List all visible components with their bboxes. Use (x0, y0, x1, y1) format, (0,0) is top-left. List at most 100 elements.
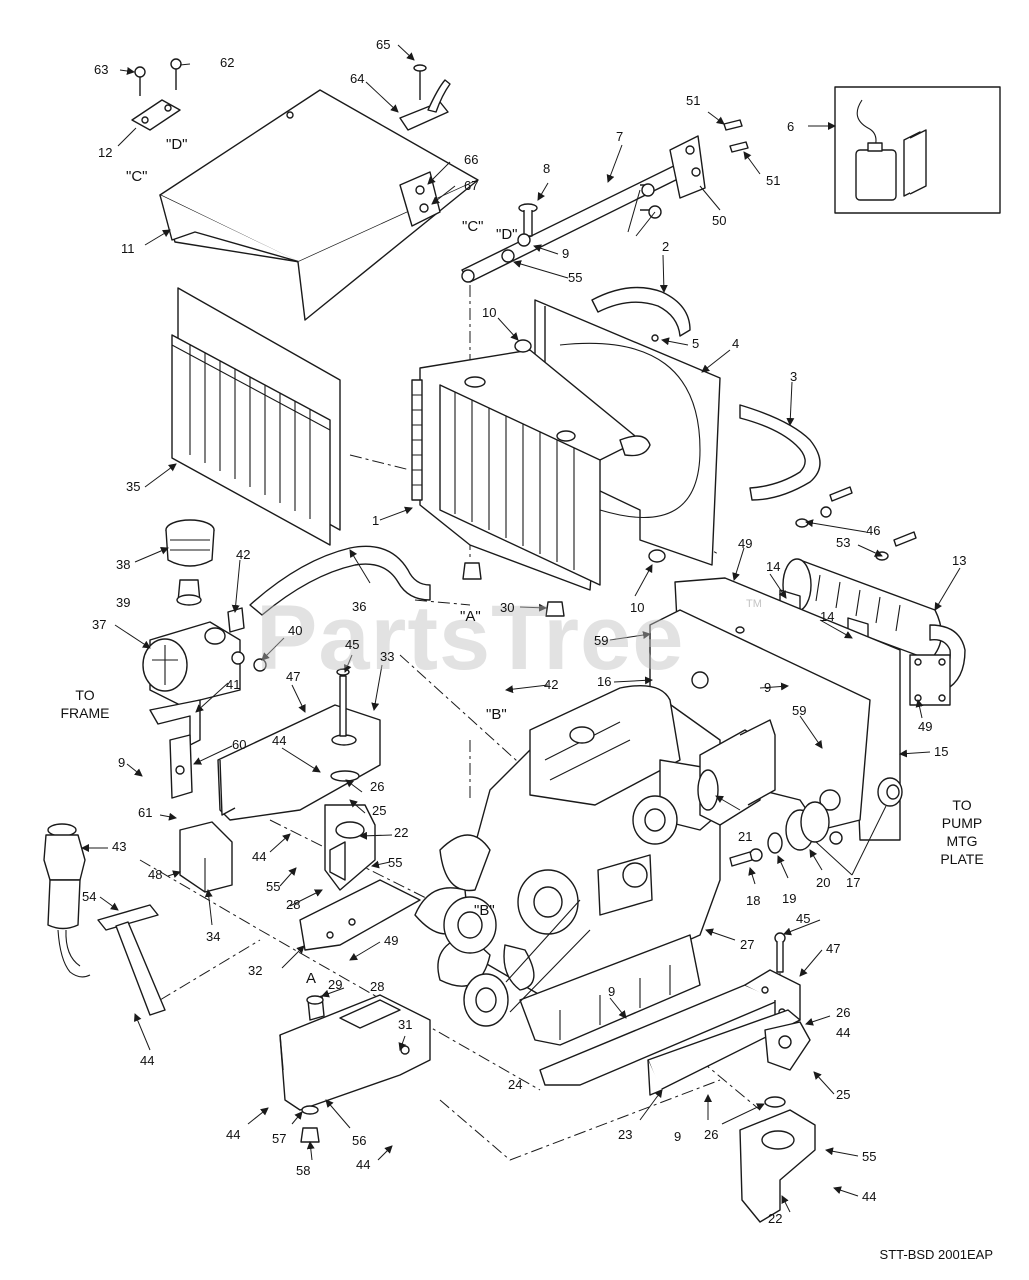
callout-45-upper: 45 (345, 637, 360, 652)
note-to-pump-line-2: PUMP (941, 815, 983, 831)
callout-64: 64 (350, 71, 365, 86)
callout-3: 3 (790, 369, 798, 384)
bracket-66 (399, 171, 441, 227)
callout-66: 66 (464, 152, 479, 167)
note-to-frame-line-2: FRAME (60, 705, 110, 721)
note-to-pump-line-3: MTG (946, 833, 978, 849)
note-to-pump: TO PUMP MTG PLATE (938, 796, 986, 868)
callout-40: 40 (288, 623, 303, 638)
clamp-64 (399, 64, 451, 131)
callout-37: 37 (92, 617, 107, 632)
callout-26-upper: 26 (370, 779, 385, 794)
bracket-54 (97, 904, 166, 1016)
callout-5: 5 (692, 336, 700, 351)
callout-9-engine: 9 (608, 984, 616, 999)
ref-tag-c-lower: "C" (462, 218, 484, 235)
callout-55-lower: 55 (266, 879, 281, 894)
hose-36 (249, 545, 431, 616)
radiator-1 (411, 349, 651, 591)
callout-25-lower: 25 (836, 1087, 851, 1102)
callout-6: 6 (787, 119, 795, 134)
callout-49-upper: 49 (738, 536, 753, 551)
ref-tag-b-left: "B" (486, 706, 507, 723)
callout-49-right: 49 (918, 719, 933, 734)
air-cleaner-38 (165, 519, 215, 606)
callout-49-lower: 49 (384, 933, 399, 948)
callout-63: 63 (94, 62, 109, 77)
callout-67: 67 (464, 178, 479, 193)
callout-55-upper: 55 (568, 270, 583, 285)
callout-44-upper: 44 (272, 733, 287, 748)
ref-tag-a-mount: A (306, 970, 317, 987)
callout-9-lower: 9 (674, 1129, 682, 1144)
coupler-17 (729, 777, 903, 867)
isolators-30 (462, 562, 565, 617)
callout-60: 60 (232, 737, 247, 752)
callout-62: 62 (220, 55, 235, 70)
callout-17: 17 (846, 875, 861, 890)
mount-22 (324, 770, 376, 891)
callout-31: 31 (398, 1017, 413, 1032)
callout-59-upper: 59 (594, 633, 609, 648)
bracket-31 (279, 994, 431, 1111)
callout-7: 7 (616, 129, 624, 144)
air-cleaner-body-37 (142, 607, 267, 706)
callout-10-lower: 10 (630, 600, 645, 615)
engine-27 (459, 685, 736, 1046)
callout-47-upper: 47 (286, 669, 301, 684)
callout-43: 43 (112, 839, 127, 854)
callout-59-lower: 59 (792, 703, 807, 718)
callout-26-lower: 26 (704, 1127, 719, 1142)
callout-58: 58 (296, 1163, 311, 1178)
bracket-41 (149, 699, 201, 799)
callout-15: 15 (934, 744, 949, 759)
callout-12: 12 (98, 145, 113, 160)
crank-pulley (463, 899, 591, 1027)
ref-tag-a-left: "A" (460, 608, 481, 625)
fan (414, 834, 535, 991)
callout-45-lower: 45 (796, 911, 811, 926)
callout-1: 1 (372, 513, 380, 528)
radiator-guard-35 (171, 287, 341, 546)
callout-42-lower: 42 (544, 677, 559, 692)
callout-25-upper: 25 (372, 803, 387, 818)
pump-adapter-21 (697, 719, 776, 826)
watermark: PartsTree (256, 587, 685, 689)
callout-26-right: 26 (836, 1005, 851, 1020)
callout-46: 46 (866, 523, 881, 538)
ref-tag-b-engine: "B" (474, 902, 495, 919)
bracket-34 (179, 821, 233, 893)
callout-39: 39 (116, 595, 131, 610)
callout-65: 65 (376, 37, 391, 52)
ref-tag-c-upper: "C" (126, 168, 148, 185)
callout-41: 41 (226, 677, 241, 692)
note-to-pump-line-4: PLATE (940, 851, 984, 867)
callout-30: 30 (500, 600, 515, 615)
hose-3 (739, 404, 821, 501)
bracket-32 (299, 879, 421, 951)
note-to-pump-line-1: TO (952, 797, 972, 813)
callout-44-bracket: 44 (140, 1053, 155, 1068)
callout-38: 38 (116, 557, 131, 572)
callout-50: 50 (712, 213, 727, 228)
callout-54: 54 (82, 889, 97, 904)
callout-9-right: 9 (764, 680, 772, 695)
callout-13: 13 (952, 553, 967, 568)
muffler-13 (782, 558, 966, 706)
callout-8: 8 (543, 161, 551, 176)
drawing-code: STT-BSD 2001EAP (879, 1247, 993, 1262)
callout-44-bottom: 44 (862, 1189, 877, 1204)
ref-tag-d-upper: "D" (166, 136, 188, 153)
callout-21: 21 (738, 829, 753, 844)
hose-2 (591, 286, 691, 337)
callout-57: 57 (272, 1131, 287, 1146)
bracket-12 (131, 58, 182, 131)
rail-23 (647, 1009, 801, 1096)
callout-44-right: 44 (836, 1025, 851, 1040)
callout-24: 24 (508, 1077, 523, 1092)
callout-28-mid: 28 (286, 897, 301, 912)
bracket-33 (217, 668, 381, 821)
callout-51-lower: 51 (766, 173, 781, 188)
note-to-frame: TO FRAME (52, 686, 118, 722)
